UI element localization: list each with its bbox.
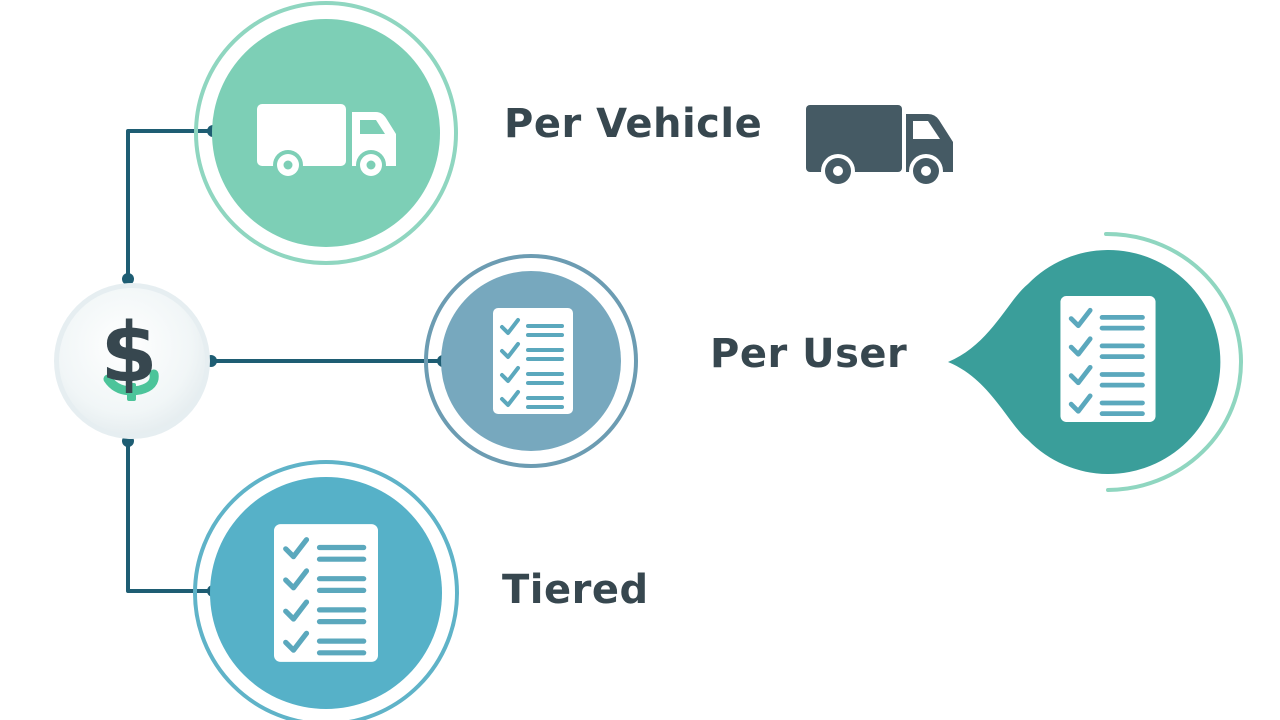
truck-icon <box>257 104 396 180</box>
tiered-label: Tiered <box>502 567 649 613</box>
per-user-node <box>424 254 638 468</box>
checklist-icon <box>1060 296 1155 422</box>
connector-per-vehicle <box>126 129 213 279</box>
center-dollar-node <box>54 283 210 439</box>
per-vehicle-label: Per Vehicle <box>504 101 763 147</box>
truck-icon <box>806 105 953 188</box>
connectors <box>126 129 443 593</box>
dollar-accent-icon <box>103 369 159 396</box>
dollar-icon: $ <box>100 306 158 401</box>
checklist-icon <box>493 308 573 414</box>
per-user-label: Per User <box>710 331 908 377</box>
tiered-node <box>193 460 459 720</box>
checklist-icon <box>274 524 378 662</box>
per-user-bubble <box>948 231 1243 492</box>
per-vehicle-node <box>194 1 458 265</box>
connector-tiered <box>126 441 213 593</box>
